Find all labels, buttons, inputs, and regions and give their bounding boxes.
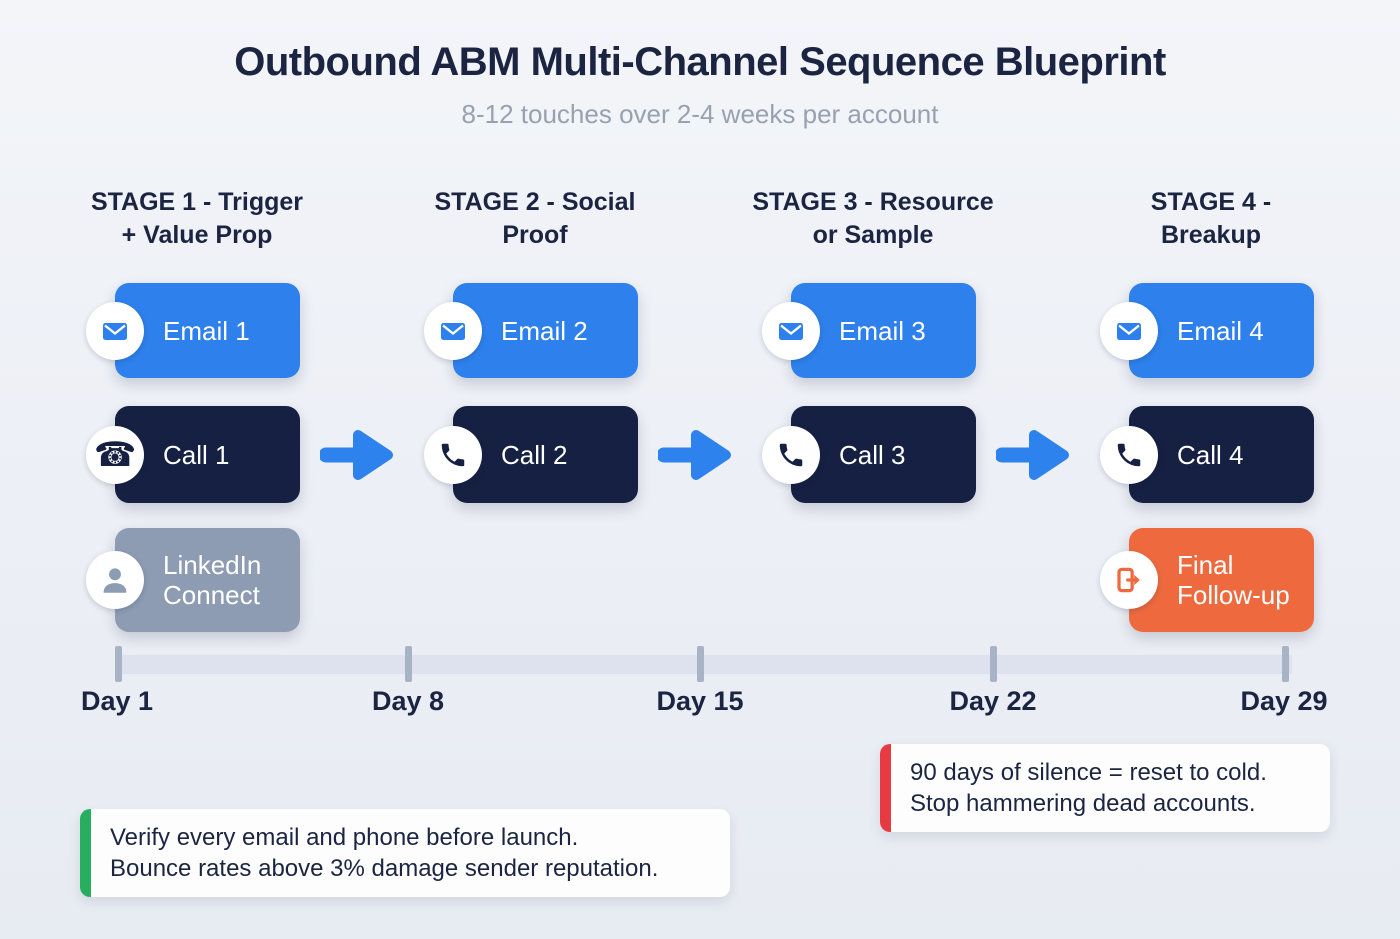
arrow-stage2-to-stage3-icon	[658, 430, 731, 480]
phone-handset-icon	[424, 425, 482, 484]
stage-4-header: STAGE 4 - Breakup	[1051, 186, 1371, 252]
timeline-tick-day29	[1282, 646, 1289, 682]
card-label: Email 3	[839, 315, 926, 346]
stage-2-header-line2: Proof	[502, 221, 568, 249]
email-2-card: Email 2	[424, 283, 638, 378]
final-follow-up-card: Final Follow-up	[1100, 528, 1314, 632]
note-line: Stop hammering dead accounts.	[910, 790, 1256, 817]
stage-1-header: STAGE 1 - Trigger + Value Prop	[37, 186, 357, 252]
envelope-icon	[762, 301, 820, 360]
day-29-label: Day 29	[1240, 686, 1328, 716]
stage-3-header: STAGE 3 - Resource or Sample	[713, 186, 1033, 252]
email-3-card: Email 3	[762, 283, 976, 378]
arrow-stage3-to-stage4-icon	[996, 430, 1069, 480]
card-label: Call 3	[839, 439, 906, 470]
day-1-label: Day 1	[80, 686, 154, 716]
card-label: LinkedIn Connect	[163, 550, 262, 610]
phone-handset-icon	[762, 425, 820, 484]
email-4-card: Email 4	[1100, 283, 1314, 378]
timeline-tick-day22	[990, 646, 997, 682]
exit-arrow-icon	[1100, 551, 1158, 609]
stage-4-header-line1: STAGE 4 -	[1150, 188, 1272, 216]
day-22-label: Day 22	[949, 686, 1037, 716]
day-8-label: Day 8	[371, 686, 445, 716]
note-line: Verify every email and phone before laun…	[110, 824, 579, 851]
arrow-stage1-to-stage2-icon	[320, 430, 393, 480]
card-label: Email 2	[501, 315, 588, 346]
linkedin-connect-card: LinkedIn Connect	[86, 528, 300, 632]
day-15-label: Day 15	[656, 686, 744, 716]
timeline-tick-day1	[115, 646, 122, 682]
note-line: 90 days of silence = reset to cold.	[910, 759, 1267, 786]
envelope-icon	[1100, 301, 1158, 360]
stage-2-header-line1: STAGE 2 - Social	[434, 188, 636, 216]
call-1-card: ☎ Call 1	[86, 406, 300, 503]
timeline-tick-day15	[697, 646, 704, 682]
page-title: Outbound ABM Multi-Channel Sequence Blue…	[234, 40, 1166, 84]
timeline-tick-day8	[405, 646, 412, 682]
envelope-icon	[86, 301, 144, 360]
email-1-card: Email 1	[86, 283, 300, 378]
card-label: Call 1	[163, 439, 230, 470]
note-line: Bounce rates above 3% damage sender repu…	[110, 855, 659, 882]
red-accent-stripe	[880, 744, 891, 832]
stage-2-header: STAGE 2 - Social Proof	[375, 186, 695, 252]
card-label: Call 2	[501, 439, 568, 470]
card-label: Email 1	[163, 315, 250, 346]
stage-1-header-line2: + Value Prop	[121, 221, 273, 249]
phone-handset-icon	[1100, 425, 1158, 484]
green-accent-stripe	[80, 809, 91, 897]
card-label: Email 4	[1177, 315, 1264, 346]
envelope-icon	[424, 301, 482, 360]
stage-4-header-line2: Breakup	[1160, 221, 1262, 249]
note-90-days-silence: 90 days of silence = reset to cold. Stop…	[880, 744, 1330, 832]
card-label: Call 4	[1177, 439, 1244, 470]
card-label: Final Follow-up	[1177, 550, 1290, 610]
call-4-card: Call 4	[1100, 406, 1314, 503]
stage-1-header-line1: STAGE 1 - Trigger	[90, 188, 304, 216]
stage-3-header-line1: STAGE 3 - Resource	[752, 188, 994, 216]
page-subtitle: 8-12 touches over 2-4 weeks per account	[461, 99, 939, 129]
call-2-card: Call 2	[424, 406, 638, 503]
note-verify-contacts: Verify every email and phone before laun…	[80, 809, 730, 897]
call-3-card: Call 3	[762, 406, 976, 503]
retro-telephone-icon: ☎	[86, 425, 144, 484]
person-icon	[86, 551, 144, 609]
stage-3-header-line2: or Sample	[812, 221, 934, 249]
